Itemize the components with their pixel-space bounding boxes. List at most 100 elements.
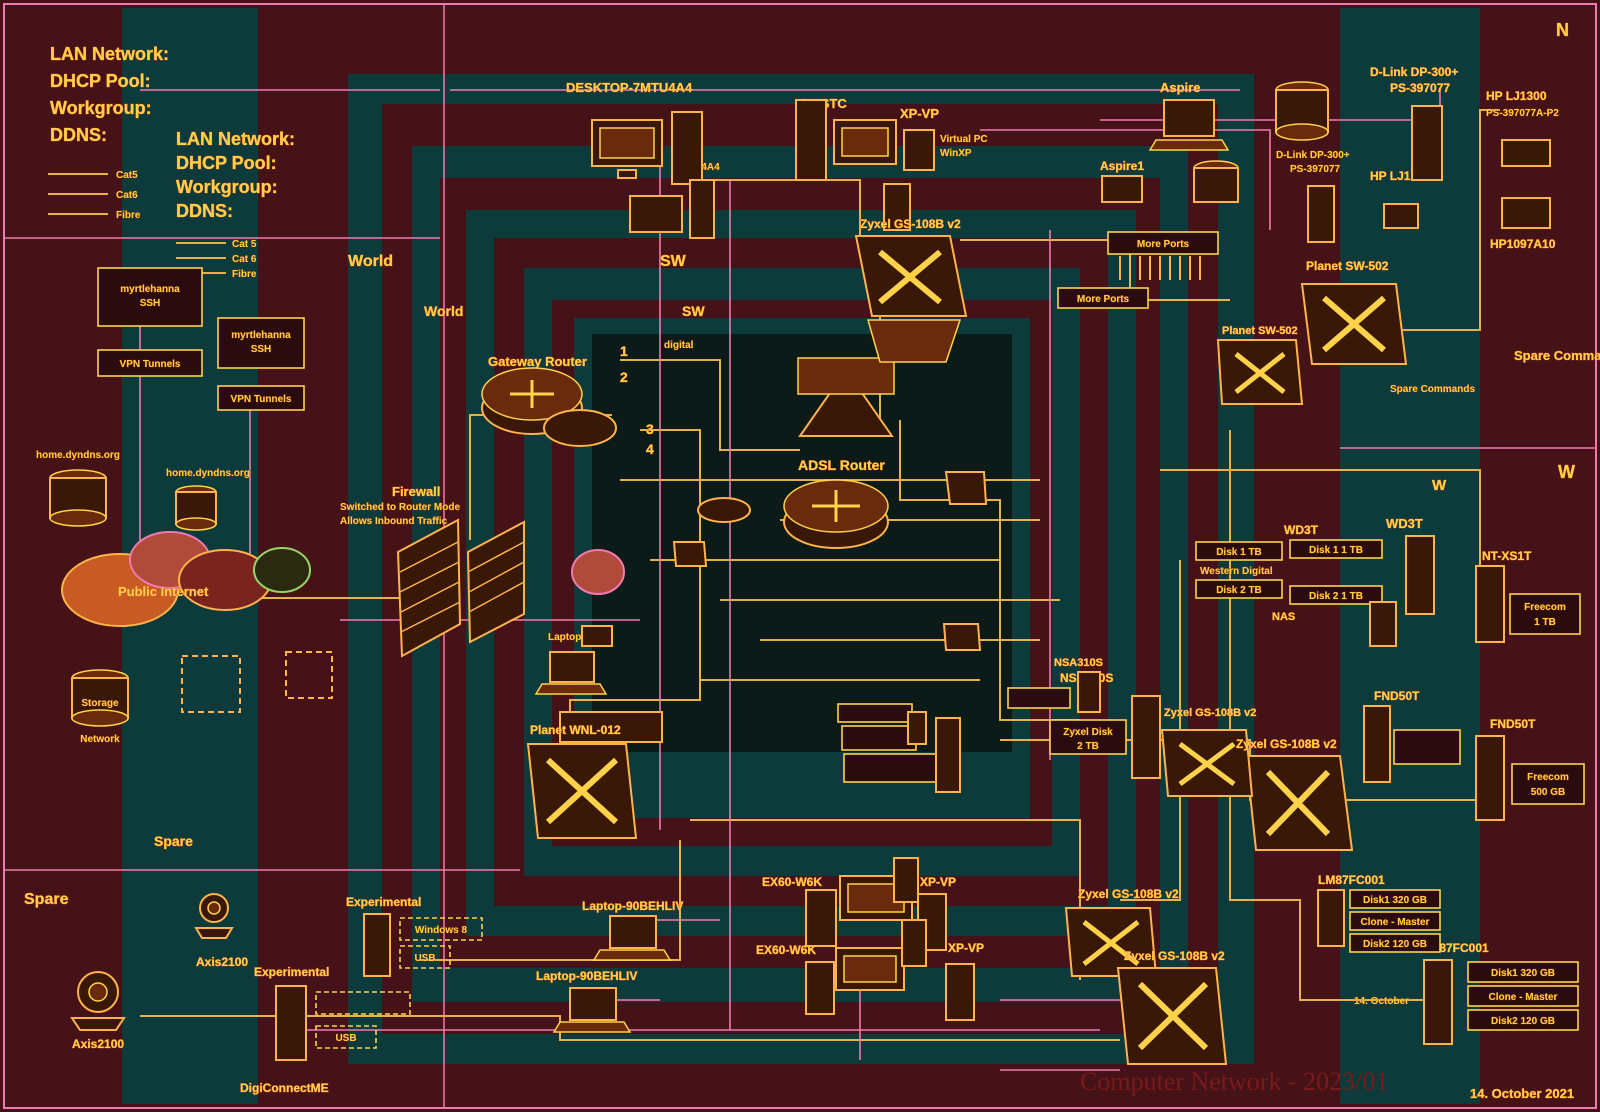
disk2-echo-box[interactable]: [1289, 585, 1383, 605]
dlink-printserver-icon[interactable]: [1307, 105, 1443, 243]
freecom-label: Freecom: [1524, 602, 1566, 613]
zyxel-mid-switch-icon[interactable]: [1160, 729, 1354, 851]
lm-disk2-box[interactable]: [1349, 933, 1441, 953]
dyndns-host-echo: home.dyndns.org: [166, 468, 250, 479]
more-ports-label: More Ports: [1137, 239, 1190, 250]
more-ports-box[interactable]: [1107, 231, 1219, 255]
zyxel-low-label: Zyxel GS-108B v2: [1078, 887, 1179, 901]
desktop-monitor-icon[interactable]: [591, 119, 683, 233]
laptop-icon[interactable]: [592, 915, 672, 961]
freecom-box[interactable]: [1509, 593, 1581, 635]
lm2-disk1-box[interactable]: [1467, 961, 1579, 983]
windows-label: Windows 8: [415, 925, 468, 936]
port-1: 1: [620, 343, 628, 359]
usb-box-2[interactable]: [315, 1025, 377, 1049]
adsl-router-icon[interactable]: [783, 479, 889, 549]
planet-label: Planet SW-502: [1306, 259, 1389, 273]
legend-cable-fibre: Fibre: [116, 210, 141, 221]
center-disk-box[interactable]: [1007, 687, 1071, 709]
zyxel-low-switch-icon[interactable]: [1064, 907, 1228, 1065]
region-sw: SW: [660, 253, 687, 270]
planet-switch-icon[interactable]: [1216, 283, 1408, 405]
center-laptop-icon[interactable]: [534, 625, 613, 695]
windows-box[interactable]: [399, 917, 483, 941]
windows-box-2[interactable]: [315, 991, 411, 1015]
aspire-laptop-icon[interactable]: [1101, 99, 1230, 203]
storage-db-icon: [71, 669, 129, 727]
wd-brand-label: Western Digital: [1200, 566, 1273, 577]
hp3-label: HP1097A10: [1490, 237, 1556, 251]
disk2-box[interactable]: [1195, 579, 1283, 599]
remote-site-box[interactable]: [97, 267, 203, 327]
zyxel-top-label: Zyxel GS-108B v2: [860, 217, 961, 231]
lm-disk2: Disk2 120 GB: [1363, 939, 1427, 950]
freecom2-echo-box[interactable]: [1393, 729, 1461, 765]
hp-label: HP LJ1300: [1486, 89, 1547, 103]
server-db-icon[interactable]: [1193, 81, 1329, 203]
disk1-label: Disk 1 TB: [1216, 547, 1262, 558]
spare-commands-label: Spare Commands: [1514, 348, 1600, 363]
remote-site-echo-name: myrtlehanna: [231, 330, 291, 341]
lm-clone-box[interactable]: [1349, 911, 1441, 931]
legend-line-1: LAN Network:: [50, 44, 169, 64]
planet-wnl-label: Planet WNL-012: [530, 723, 621, 737]
center-zyxel-disk-box-2[interactable]: [841, 725, 917, 751]
vpn-tunnels-echo-label: VPN Tunnels: [231, 394, 292, 405]
disk1-box[interactable]: [1195, 541, 1283, 561]
usb-box[interactable]: [399, 945, 451, 969]
fnd-nas-icon[interactable]: [1363, 705, 1505, 821]
center-zyxel-disk-box[interactable]: [837, 703, 913, 723]
winxp-label: WinXP: [940, 148, 972, 159]
spare-commands-echo: Spare Commands: [1390, 384, 1475, 395]
gateway-router-icon[interactable]: [481, 367, 617, 447]
experimental-tower-icon[interactable]: [275, 913, 391, 1061]
lm-nas-icon[interactable]: [1317, 889, 1453, 1045]
legend-echo-4: DDNS:: [176, 201, 233, 221]
more-ports-box-echo[interactable]: [1057, 287, 1149, 309]
desktop-tower-icon[interactable]: [671, 111, 715, 239]
nsa-nas-icon[interactable]: [1077, 671, 1161, 779]
printer-icon[interactable]: [1383, 139, 1551, 229]
xpvp-label: XP-VP: [900, 106, 939, 121]
zyxel-top-switch-icon[interactable]: [854, 235, 968, 363]
gateway-router-label: Gateway Router: [488, 354, 587, 369]
lm-clone: Clone - Master: [1361, 917, 1430, 928]
zyxel-disk-box[interactable]: [1049, 719, 1127, 755]
lm2-clone: Clone - Master: [1489, 992, 1558, 1003]
top-devices: DESKTOP-7MTU4A4 TU4A4 DHSTC XP-VP Virtua…: [566, 80, 1329, 363]
lm2-disk2: Disk2 120 GB: [1491, 1016, 1555, 1027]
remote-site-name: myrtlehanna: [120, 284, 180, 295]
lm2-disk2-box[interactable]: [1467, 1009, 1579, 1031]
left-cluster: myrtlehanna SSH myrtlehanna SSH VPN Tunn…: [36, 267, 333, 745]
legend: LAN Network: DHCP Pool: Workgroup: DDNS:…: [48, 44, 295, 280]
ntx-nas-icon[interactable]: [1475, 565, 1505, 643]
wd-nas-icon[interactable]: [1369, 535, 1435, 647]
modem-icon[interactable]: [797, 357, 895, 437]
more-ports-echo-label: More Ports: [1077, 294, 1130, 305]
lm2-clone-box[interactable]: [1467, 985, 1579, 1007]
dhstc-tower-icon[interactable]: [795, 99, 935, 231]
bottom-pc-icon[interactable]: [805, 857, 975, 1021]
planet-wnl-switch-icon[interactable]: [526, 711, 663, 839]
center-zyxel-disk-box-3[interactable]: [843, 753, 945, 783]
laptop2-icon[interactable]: [552, 987, 632, 1033]
vpn-tunnels-box-echo[interactable]: [217, 385, 305, 411]
center-mini-switch-icon[interactable]: [672, 471, 988, 651]
freecom2-box[interactable]: [1511, 763, 1585, 805]
firewall-brick-icon-2[interactable]: [466, 520, 525, 644]
remote-site-box-echo[interactable]: [217, 317, 305, 369]
webcam-icon[interactable]: [194, 893, 234, 939]
center-nas-icon[interactable]: [907, 711, 961, 793]
compass-w-echo: W: [1432, 477, 1447, 494]
vpn-tunnels-box[interactable]: [97, 349, 203, 377]
firewall-brick-icon[interactable]: [396, 518, 462, 658]
disk1-echo-box[interactable]: [1289, 539, 1383, 559]
region-world-echo: World: [424, 303, 463, 319]
dlink2-ps-label: PS-397077: [1290, 164, 1340, 175]
lm-disk1-box[interactable]: [1349, 889, 1441, 909]
legend-echo-cat6: Cat 6: [232, 254, 257, 265]
center-mini-router-icon[interactable]: [571, 497, 751, 595]
webcam-label: Axis2100: [196, 955, 248, 969]
webcam2-icon[interactable]: [70, 971, 126, 1031]
dlink-ps-label: PS-397077: [1390, 81, 1450, 95]
